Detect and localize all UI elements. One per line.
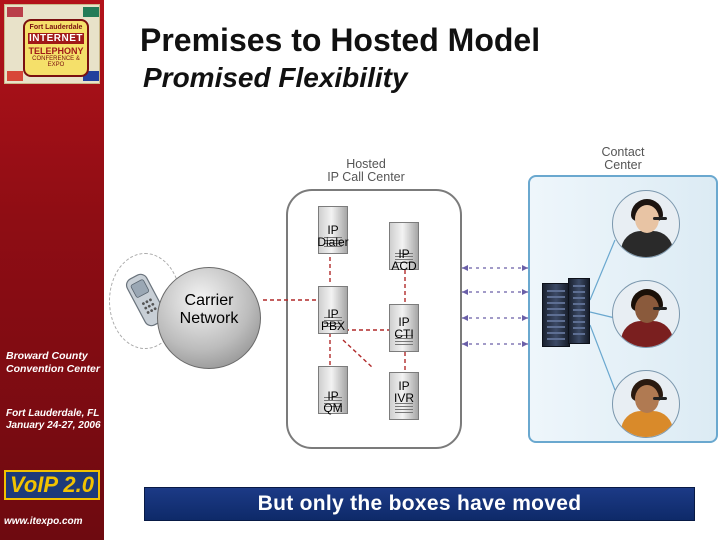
ip-acd-server-icon [389, 222, 419, 270]
ip-ivr-label: IP IVR [393, 379, 414, 405]
hosted-call-center-box [286, 189, 462, 449]
ip-dialer-label: IP Dialer [317, 223, 349, 249]
hosted-call-center-label: Hosted IP Call Center [327, 157, 405, 184]
logo-line3: TELEPHONY [28, 46, 84, 56]
event-dates: Fort Lauderdale, FL January 24-27, 2006 [6, 408, 101, 431]
ip-pbx-label: IP PBX [320, 307, 345, 333]
venue-text: Broward County Convention Center [6, 350, 100, 375]
takeaway-banner: But only the boxes have moved [144, 487, 695, 521]
mobile-phone-icon [125, 273, 167, 327]
ip-qm-server-icon [318, 366, 348, 414]
agent-photo-1 [612, 190, 680, 258]
conference-logo: Fort Lauderdale INTERNET TELEPHONY CONFE… [4, 4, 100, 84]
ip-cti-server-icon [389, 304, 419, 352]
ip-cti-label: IP CTI [394, 315, 414, 341]
itexpo-badge: Fort Lauderdale INTERNET TELEPHONY CONFE… [23, 19, 89, 77]
carrier-network-node: Carrier Network [157, 267, 261, 369]
server-rack-icon [542, 283, 570, 347]
conference-sidebar: Fort Lauderdale INTERNET TELEPHONY CONFE… [0, 0, 104, 540]
carrier-network-label: Carrier Network [179, 292, 239, 327]
ip-acd-label: IP ACD [391, 247, 417, 273]
ip-ivr-server-icon [389, 372, 419, 420]
expo-url: www.itexpo.com [4, 516, 83, 527]
contact-center-label: Contact Center [601, 145, 645, 172]
ip-dialer-server-icon [318, 206, 348, 254]
logo-line1: Fort Lauderdale [29, 24, 83, 31]
agent-photo-3 [612, 370, 680, 438]
ip-pbx-server-icon [318, 286, 348, 334]
logo-line2: INTERNET [28, 33, 84, 44]
link-arrowheads [462, 265, 528, 347]
logo-line4: CONFERENCE & EXPO [32, 56, 80, 68]
slide-title: Premises to Hosted Model [140, 22, 541, 58]
agent-photo-2 [612, 280, 680, 348]
server-rack-icon-2 [568, 278, 590, 344]
slide-subtitle: Promised Flexibility [143, 62, 408, 93]
voip-brand-logo: VoIP 2.0 [4, 470, 100, 500]
ip-qm-label: IP QM [323, 389, 343, 415]
